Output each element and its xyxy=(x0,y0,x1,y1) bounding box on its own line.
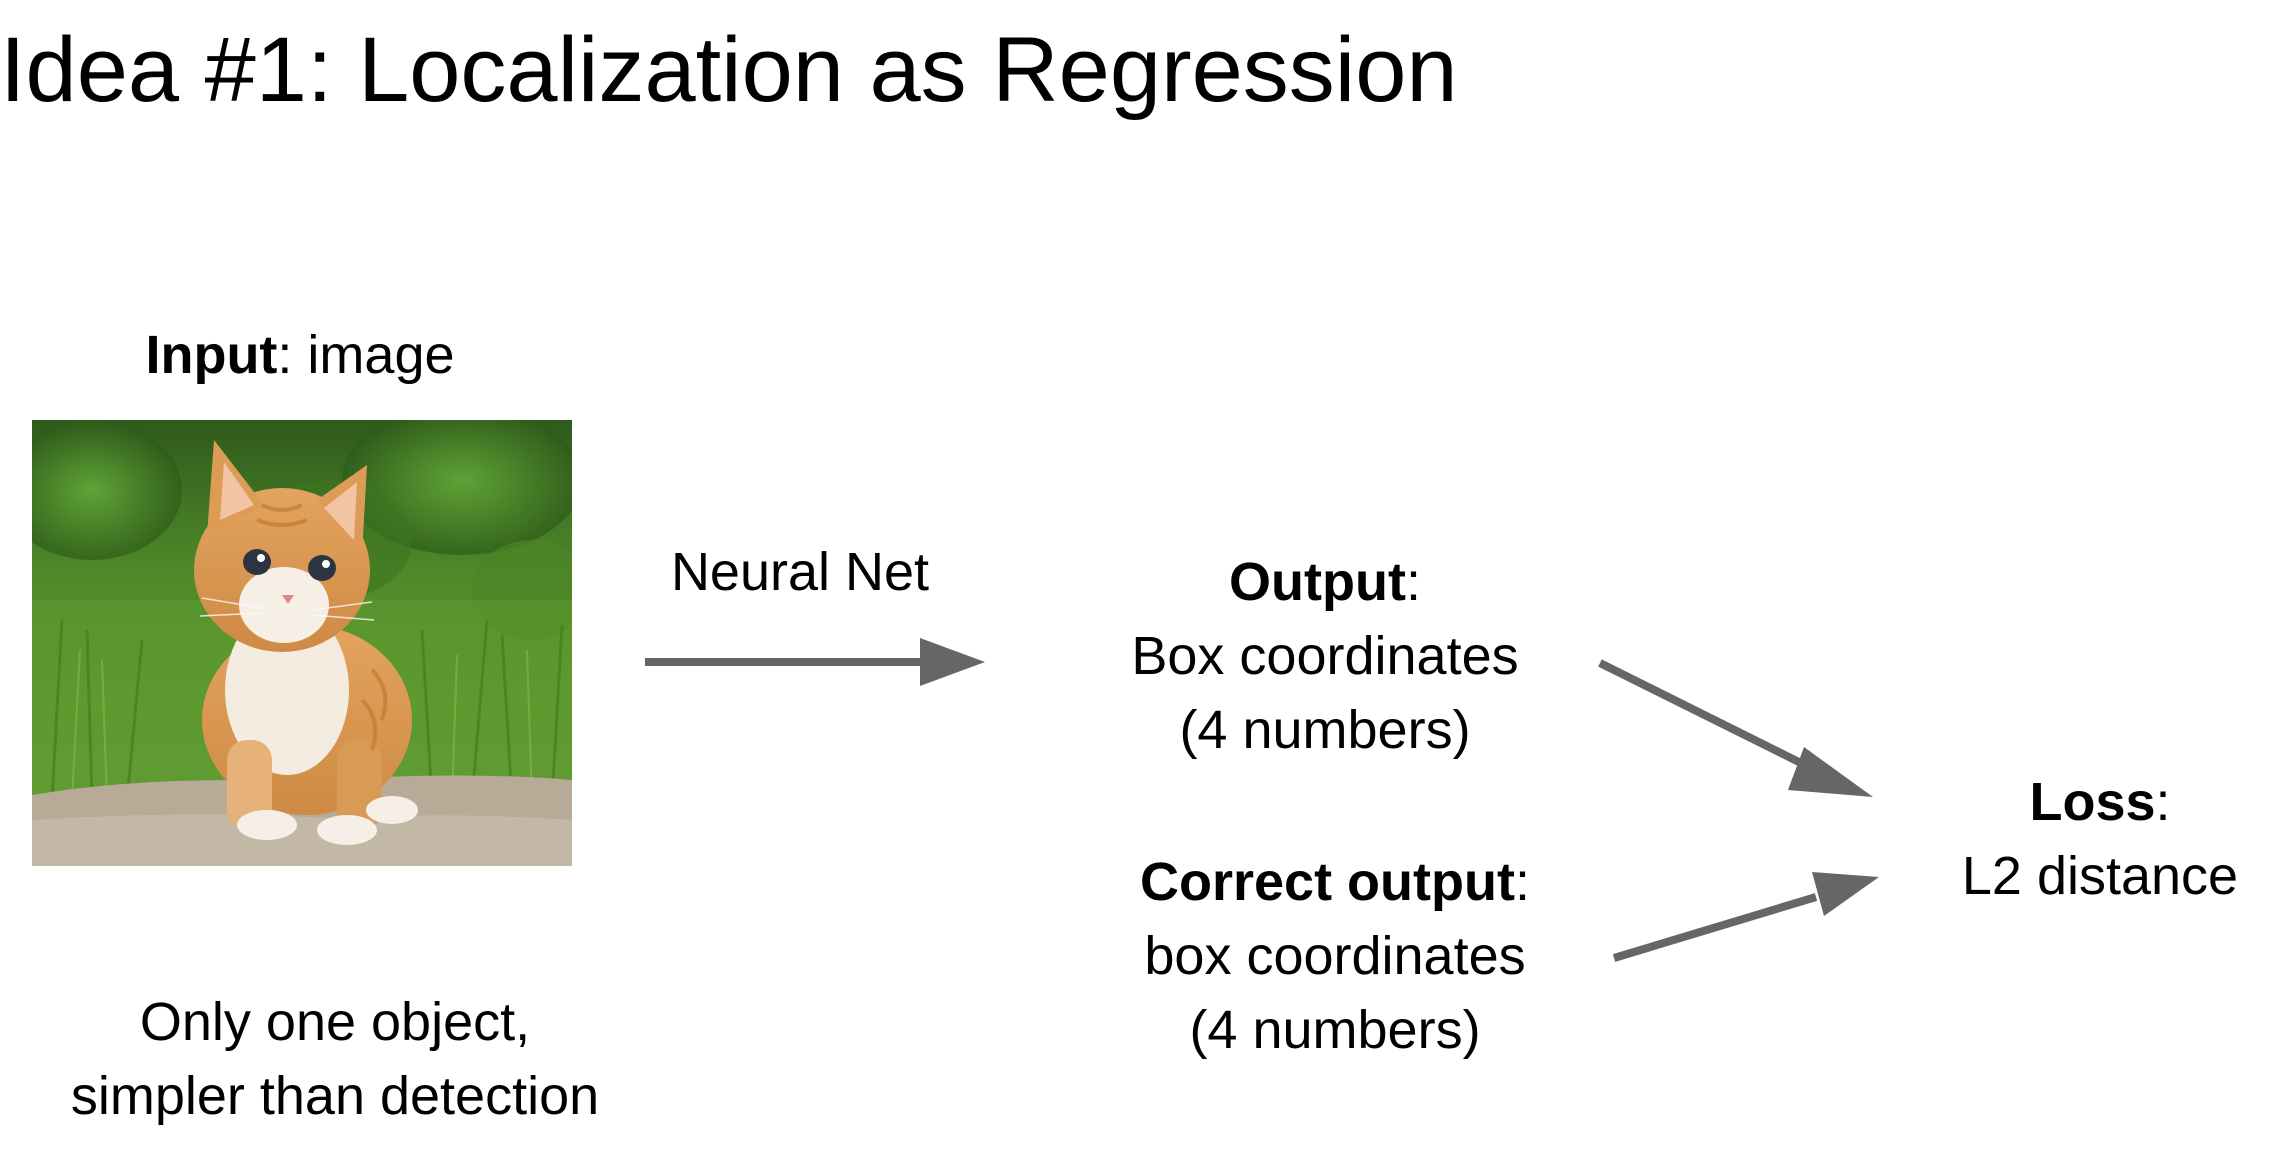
loss-heading: Loss: xyxy=(1925,765,2275,839)
output-line-2: Box coordinates xyxy=(1131,626,1519,686)
correct-output-heading: Correct output: xyxy=(1085,845,1585,919)
correct-output-heading-rest: : xyxy=(1514,852,1530,912)
arrow-correct-to-loss xyxy=(1612,872,1879,962)
input-label-bold: Input xyxy=(145,325,278,385)
output-block: Output: Box coordinates (4 numbers) xyxy=(1075,545,1575,767)
correct-output-heading-bold: Correct output xyxy=(1140,852,1515,912)
output-line-3: (4 numbers) xyxy=(1179,700,1471,760)
note-line-2: simpler than detection xyxy=(70,1066,600,1126)
correct-output-line-2: box coordinates xyxy=(1144,926,1526,986)
neural-net-label: Neural Net xyxy=(670,542,930,602)
correct-output-block: Correct output: box coordinates (4 numbe… xyxy=(1085,845,1585,1067)
slide-title: Idea #1: Localization as Regression xyxy=(0,19,1458,121)
output-heading-rest: : xyxy=(1405,552,1421,612)
loss-block: Loss: L2 distance xyxy=(1925,765,2275,913)
input-label: Input: image xyxy=(82,318,518,392)
note-line-1: Only one object, xyxy=(139,992,531,1052)
arrow-output-to-loss xyxy=(1598,659,1873,797)
correct-output-line-3: (4 numbers) xyxy=(1189,1000,1481,1060)
output-heading-bold: Output xyxy=(1229,552,1406,612)
note-text: Only one object, simpler than detection xyxy=(30,985,640,1133)
kitten-photo-icon xyxy=(32,420,572,866)
output-heading: Output: xyxy=(1075,545,1575,619)
loss-line-2: L2 distance xyxy=(1961,846,2239,906)
loss-heading-bold: Loss xyxy=(2029,772,2156,832)
arrow-input-to-output xyxy=(645,638,985,686)
loss-heading-rest: : xyxy=(2155,772,2171,832)
input-label-rest: : image xyxy=(277,325,455,385)
